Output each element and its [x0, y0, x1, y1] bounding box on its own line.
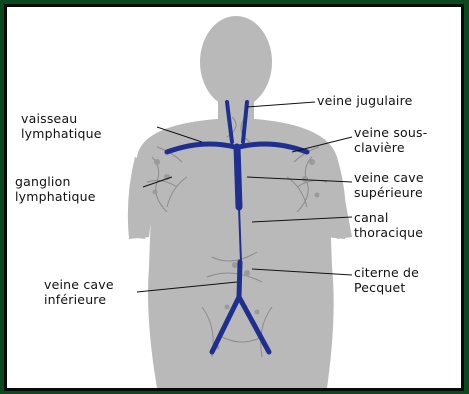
label-veine-cave-inferieure: veine cave inférieure [44, 277, 114, 307]
label-citerne-de-pecquet: citerne de Pecquet [354, 265, 419, 295]
diagram-panel: veine jugulaire vaisseau lymphatique vei… [4, 4, 464, 391]
label-veine-jugulaire: veine jugulaire [317, 93, 413, 108]
label-veine-sous-claviere: veine sous- clavière [354, 125, 427, 155]
label-canal-thoracique: canal thoracique [354, 210, 423, 240]
label-ganglion-lymphatique: ganglion lymphatique [15, 174, 96, 204]
label-vaisseau-lymphatique: vaisseau lymphatique [21, 111, 102, 141]
label-veine-cave-superieure: veine cave supérieure [354, 170, 424, 200]
